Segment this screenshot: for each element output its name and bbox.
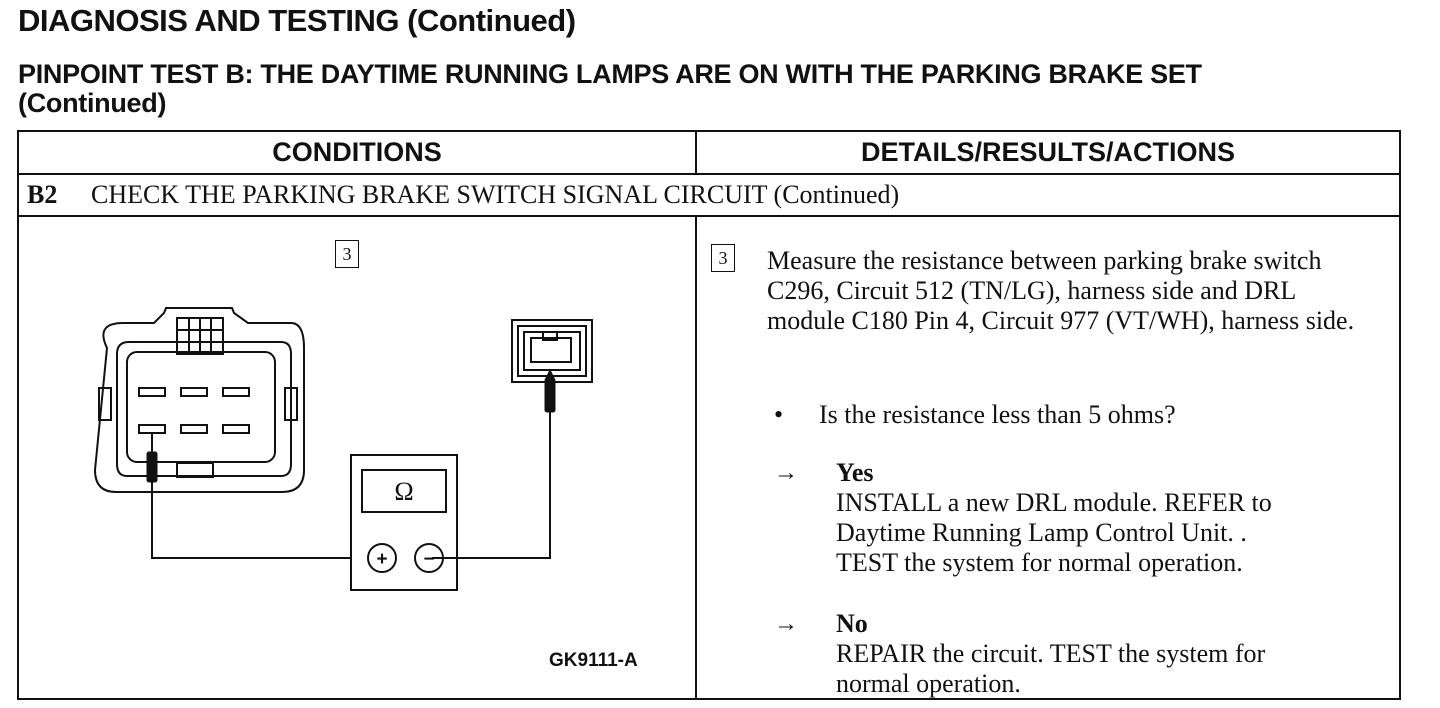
measure-text: Measure the resistance between parking b…	[767, 246, 1355, 335]
connector-key	[176, 462, 214, 478]
no-label: No	[836, 609, 868, 638]
question: • Is the resistance less than 5 ohms?	[774, 400, 1176, 430]
arrow-icon: →	[774, 611, 798, 637]
body-column-divider	[695, 216, 697, 698]
step-title: CHECK THE PARKING BRAKE SWITCH SIGNAL CI…	[91, 180, 900, 209]
no-action: REPAIR the circuit. TEST the system for …	[836, 639, 1265, 699]
conditions-header: CONDITIONS	[272, 137, 442, 167]
connector-pin-cavity	[126, 351, 276, 463]
connector-pin	[222, 387, 250, 397]
bullet-icon: •	[774, 400, 784, 429]
header-divider	[19, 173, 1399, 175]
connector-pin	[180, 424, 208, 434]
arrow-icon: →	[774, 460, 798, 486]
connector-housing	[93, 307, 305, 493]
connector-inner-shell	[116, 341, 292, 477]
measurement-instruction: Measure the resistance between parking b…	[767, 246, 1377, 336]
details-step-marker: 3	[711, 244, 735, 272]
positive-jack	[367, 543, 397, 573]
plus-symbol: +	[376, 549, 387, 570]
multimeter-display	[361, 469, 447, 513]
step-divider	[19, 215, 1399, 217]
pinpoint-test-table: CONDITIONS DETAILS/RESULTS/ACTIONS B2 CHE…	[17, 130, 1401, 700]
negative-test-lead	[432, 408, 551, 559]
connector-pin	[180, 387, 208, 397]
positive-test-lead	[151, 478, 351, 559]
no-action-line: normal operation.	[836, 669, 1021, 698]
yes-action-line: Daytime Running Lamp Control Unit. .	[836, 518, 1247, 547]
yes-action-line: TEST the system for normal operation.	[836, 548, 1243, 577]
test-title-line1: PINPOINT TEST B: THE DAYTIME RUNNING LAM…	[18, 59, 1202, 89]
left-probe-tip	[146, 451, 158, 483]
yes-action-line: INSTALL a new DRL module. REFER to	[836, 488, 1272, 517]
pinpoint-test-title: PINPOINT TEST B: THE DAYTIME RUNNING LAM…	[18, 60, 1202, 118]
no-action-line: REPAIR the circuit. TEST the system for	[836, 639, 1266, 668]
connector-pin	[222, 424, 250, 434]
conditions-step-marker: 3	[335, 240, 359, 268]
question-text: Is the resistance less than 5 ohms?	[819, 400, 1176, 429]
header-column-divider	[695, 132, 697, 174]
connector-left-rib	[98, 387, 112, 421]
result-no: → No REPAIR the circuit. TEST the system…	[774, 609, 1265, 699]
result-yes: → Yes INSTALL a new DRL module. REFER to…	[774, 458, 1272, 578]
step-row: B2 CHECK THE PARKING BRAKE SWITCH SIGNAL …	[27, 180, 899, 210]
page-title: DIAGNOSIS AND TESTING (Continued)	[18, 3, 576, 38]
connector-pin	[138, 424, 166, 434]
yes-label: Yes	[836, 458, 874, 487]
minus-symbol: −	[423, 549, 434, 570]
connector-pin	[138, 387, 166, 397]
multimeter	[350, 454, 458, 591]
right-probe-tip	[544, 379, 556, 413]
test-diagram: Ω + −	[93, 307, 593, 591]
negative-jack	[414, 543, 444, 573]
step-id: B2	[27, 180, 58, 209]
details-header: DETAILS/RESULTS/ACTIONS	[860, 137, 1235, 167]
ohm-symbol: Ω	[394, 477, 413, 506]
connector-right-rib	[284, 387, 298, 421]
figure-code: GK9111-A	[549, 650, 638, 671]
yes-action: INSTALL a new DRL module. REFER to Dayti…	[836, 488, 1272, 578]
test-title-line2: (Continued)	[18, 88, 167, 118]
